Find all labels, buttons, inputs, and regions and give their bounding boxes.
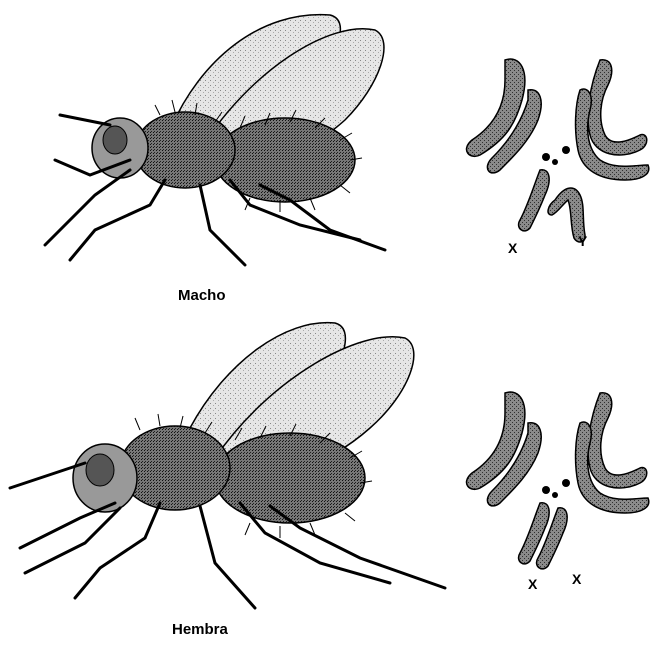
female-panel: X X Hembra: [0, 318, 652, 645]
female-chromosome-label-x1: X: [528, 576, 537, 592]
male-caption: Macho: [178, 287, 226, 304]
male-x-chromosome: [519, 170, 550, 231]
female-chromosome-label-x2: X: [572, 571, 581, 587]
male-chromosome-2a: [588, 60, 647, 155]
male-karyotype: [0, 0, 652, 320]
male-chromosome-2b: [576, 89, 649, 180]
male-dot-chromosomes: [542, 146, 570, 165]
male-panel: X Y Macho: [0, 0, 652, 320]
female-caption: Hembra: [172, 621, 228, 638]
female-karyotype: [0, 318, 652, 645]
male-chromosome-label-x: X: [508, 240, 517, 256]
female-dot-chromosomes: [542, 479, 570, 498]
female-chromosome-2b: [576, 422, 649, 513]
female-chromosome-2a: [588, 393, 647, 488]
male-chromosome-label-y: Y: [578, 233, 587, 249]
